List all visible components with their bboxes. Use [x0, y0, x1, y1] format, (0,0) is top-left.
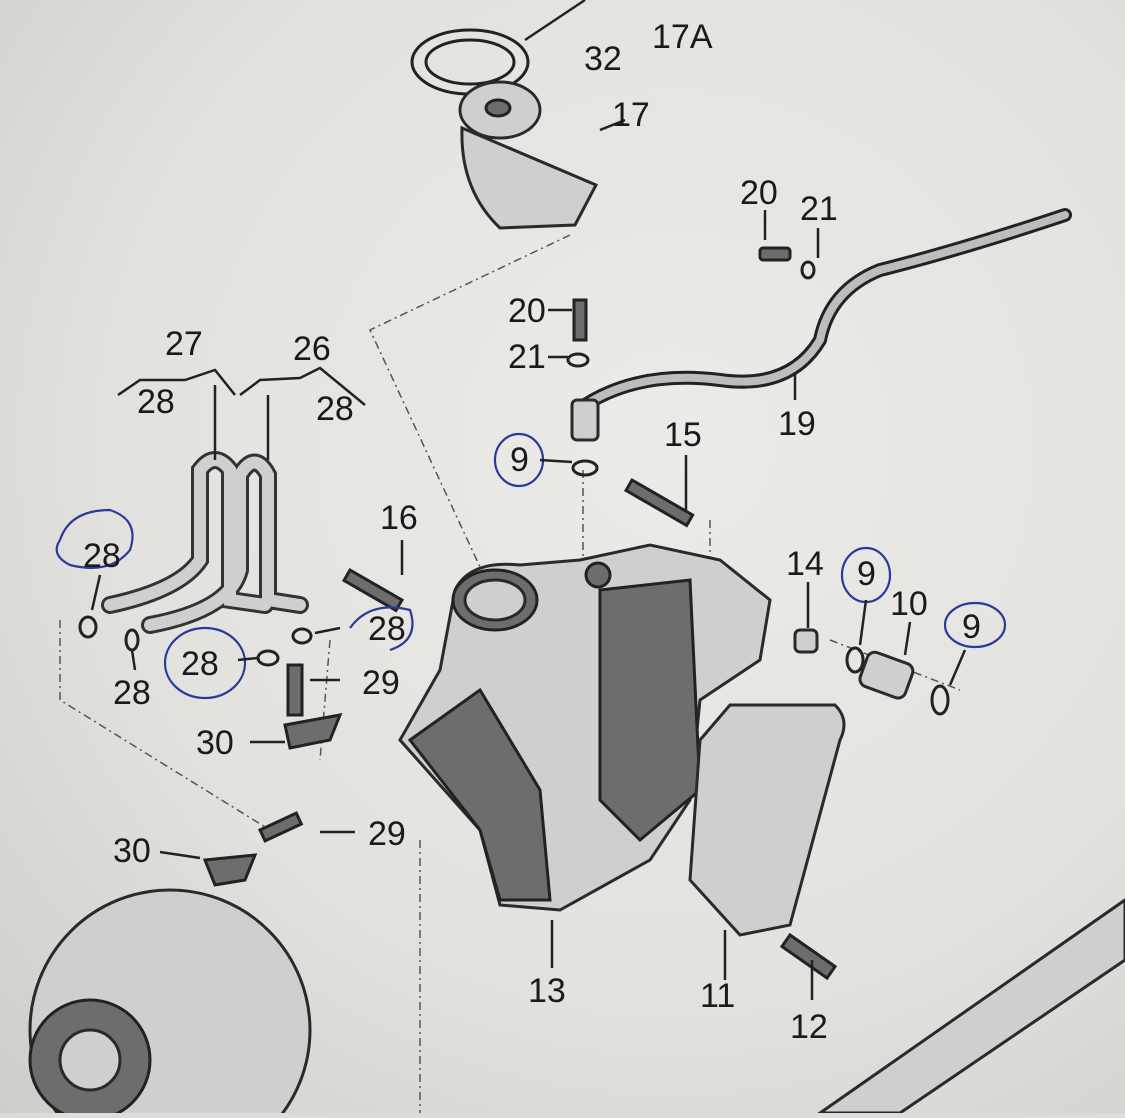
oil-pan: [815, 898, 1125, 1115]
label-15: 15: [664, 416, 702, 454]
label-10: 10: [890, 585, 928, 623]
oil-filter-housing: [398, 543, 950, 912]
dipstick-tube: [566, 208, 1072, 528]
label-30: 30: [113, 832, 151, 870]
label-21: 21: [800, 190, 838, 228]
label-28: 28: [113, 674, 151, 712]
label-29: 29: [362, 664, 400, 702]
label-21: 21: [508, 338, 546, 376]
label-13: 13: [528, 972, 566, 1010]
label-20: 20: [508, 292, 546, 330]
label-9: 9: [510, 441, 529, 479]
label-12: 12: [790, 1008, 828, 1046]
label-29: 29: [368, 815, 406, 853]
label-28: 28: [137, 383, 175, 421]
label-28: 28: [83, 537, 121, 575]
ink-circles: [55, 432, 1007, 700]
label-14: 14: [786, 545, 824, 583]
oil-filter: [410, 0, 599, 230]
label-30: 30: [196, 724, 234, 762]
label-26: 26: [293, 330, 331, 368]
label-27: 27: [165, 325, 203, 363]
coolant-pipes: [78, 366, 405, 887]
label-28: 28: [181, 645, 219, 683]
part-labels: 17A 32 17 20 21 20 21 19 9 15 27 26 28 2…: [83, 18, 981, 1046]
oil-cooler: [688, 703, 846, 981]
label-19: 19: [778, 405, 816, 443]
label-9: 9: [857, 555, 876, 593]
label-32: 32: [584, 40, 622, 78]
label-17: 17: [612, 96, 650, 134]
leader-lines: [90, 118, 967, 1000]
label-16: 16: [380, 499, 418, 537]
label-28: 28: [368, 610, 406, 648]
alternator: [28, 888, 312, 1118]
label-28: 28: [316, 390, 354, 428]
label-20: 20: [740, 174, 778, 212]
label-11: 11: [700, 977, 735, 1015]
label-17a: 17A: [652, 18, 713, 56]
label-9: 9: [962, 608, 981, 646]
